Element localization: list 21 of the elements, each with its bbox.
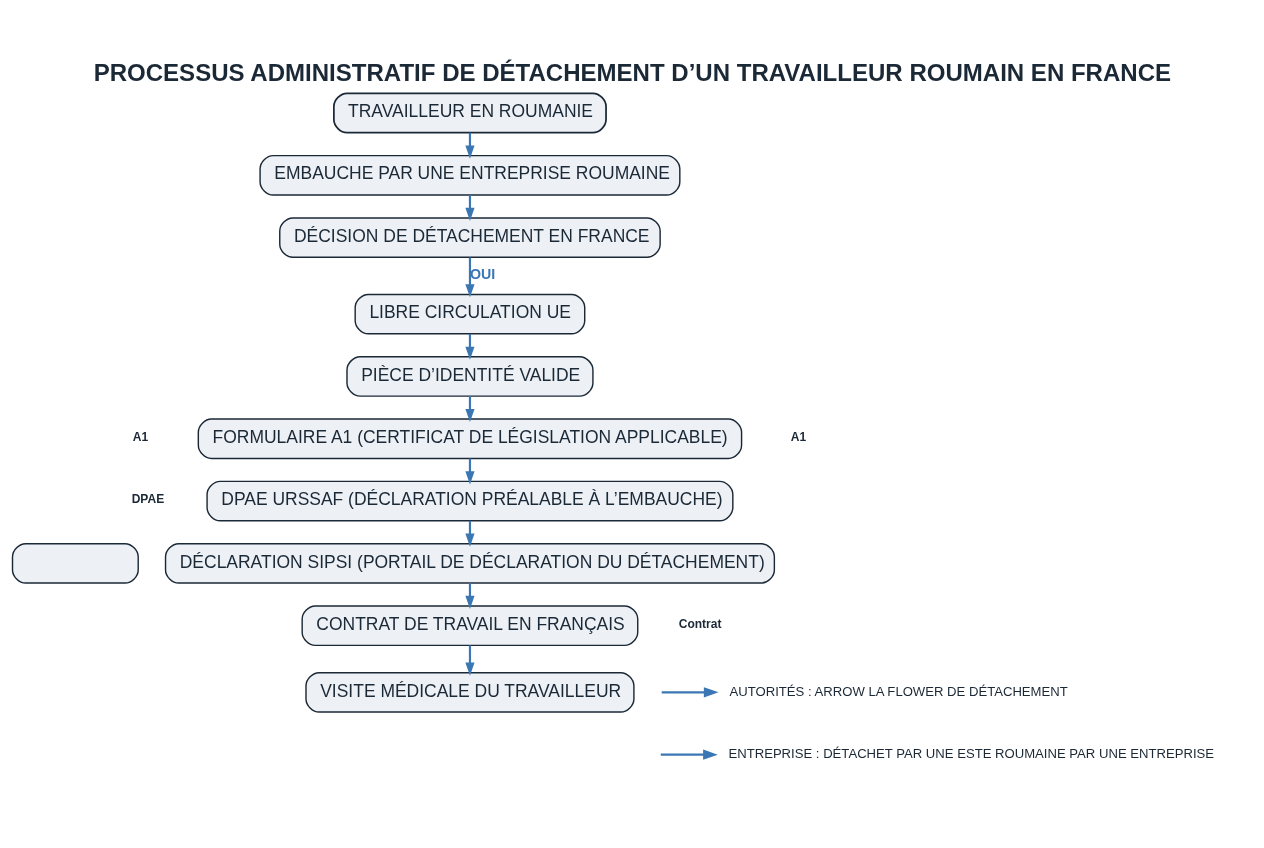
edge-label: OUI: [469, 265, 496, 282]
node-box: DÉCISION DE DÉTACHEMENT EN FRANCE: [279, 217, 661, 258]
node-box: DÉCLARATION SIPSI (PORTAIL DE DÉCLARATION DU DÉTACHEMENT): [164, 543, 776, 584]
node-box: [11, 543, 139, 584]
legend-label: ENTREPRISE : DÉTACHET PAR UNE ESTE ROUMAINE PAR UNE ENTREPRISE: [728, 746, 1215, 762]
label: A1: [132, 429, 149, 444]
node-box: CONTRAT DE TRAVAIL EN FRANÇAIS: [301, 605, 639, 647]
diagram-title: PROCESSUS ADMINISTRATIF DE DÉTACHEMENT D’UN TRAVAILLEUR ROUMAIN EN FRANCE: [93, 58, 1172, 86]
node-box: LIBRE CIRCULATION UE: [354, 293, 586, 335]
node-box: TRAVAILLEUR EN ROUMANIE: [333, 92, 607, 134]
label: DPAE: [131, 492, 165, 507]
arrow: [465, 257, 475, 298]
node-box: DPAE URSSAF (DÉCLARATION PRÉALABLE À L’EMBAUCHE): [206, 480, 734, 522]
arrow: [465, 645, 475, 676]
node-box: PIÈCE D’IDENTITÉ VALIDE: [346, 356, 594, 397]
label: A1: [790, 429, 807, 444]
node-box: FORMULAIRE A1 (CERTIFICAT DE LÉGISLATION APPLICABLE): [197, 418, 743, 460]
label: Contrat: [678, 616, 722, 631]
node-box: VISITE MÉDICALE DU TRAVAILLEUR: [305, 671, 635, 713]
node-box: EMBAUCHE PAR UNE ENTREPRISE ROUMAINE: [259, 154, 681, 196]
legend-label: AUTORITÉS : ARROW LA FLOWER DE DÉTACHEMENT: [729, 683, 1068, 699]
